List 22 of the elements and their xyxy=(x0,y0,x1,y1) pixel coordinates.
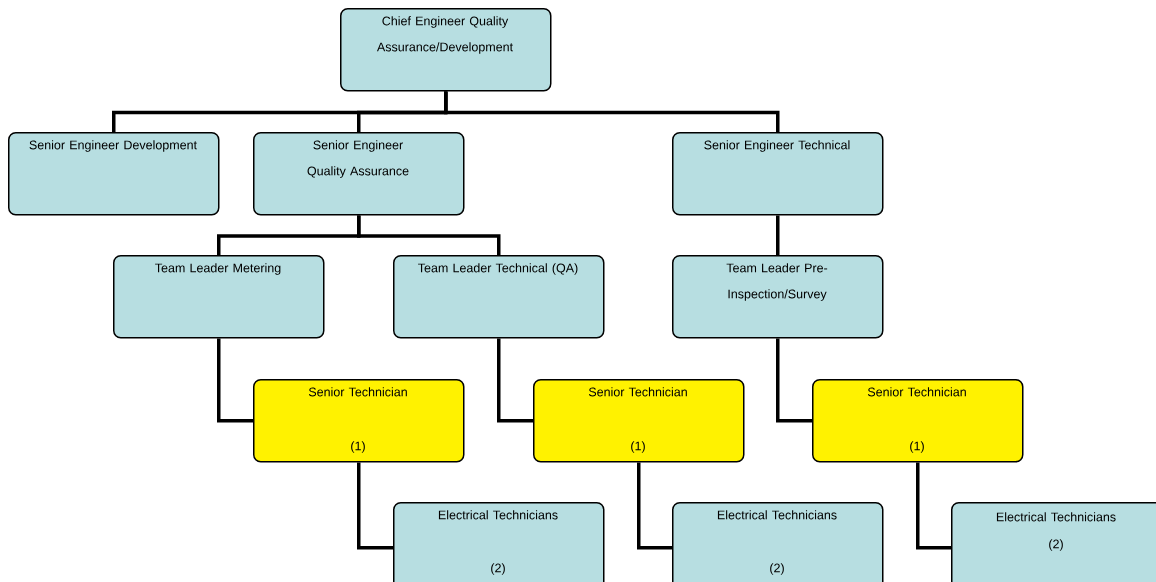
org-box: Senior Engineer Development xyxy=(8,132,220,216)
connector-line xyxy=(357,215,501,255)
connector-line xyxy=(357,462,393,550)
org-box: Team Leader Metering xyxy=(113,255,325,339)
connector-line xyxy=(637,462,672,550)
connector-line xyxy=(217,338,253,423)
connector-line xyxy=(497,338,533,423)
org-box: Chief Engineer Quality Assurance/Development xyxy=(340,8,552,92)
org-box: Electrical Technicians (2) xyxy=(672,502,884,582)
connector-line xyxy=(916,462,951,550)
connector-line xyxy=(776,215,780,255)
org-box: Senior Engineer Technical xyxy=(672,132,884,216)
connector-line xyxy=(776,338,812,423)
org-box: Senior Technician (1) xyxy=(253,379,465,463)
org-box: Senior Engineer Quality Assurance xyxy=(253,132,465,216)
org-box: Senior Technician (1) xyxy=(533,379,745,463)
org-box: Senior Technician (1) xyxy=(812,379,1024,463)
org-box: Electrical Technicians (2) xyxy=(951,502,1156,582)
org-box: Team Leader Pre-Inspection/Survey xyxy=(672,255,884,339)
org-box: Team Leader Technical (QA) xyxy=(393,255,605,339)
org-box: Electrical Technicians (2) xyxy=(393,502,605,582)
connector-line xyxy=(444,91,780,132)
